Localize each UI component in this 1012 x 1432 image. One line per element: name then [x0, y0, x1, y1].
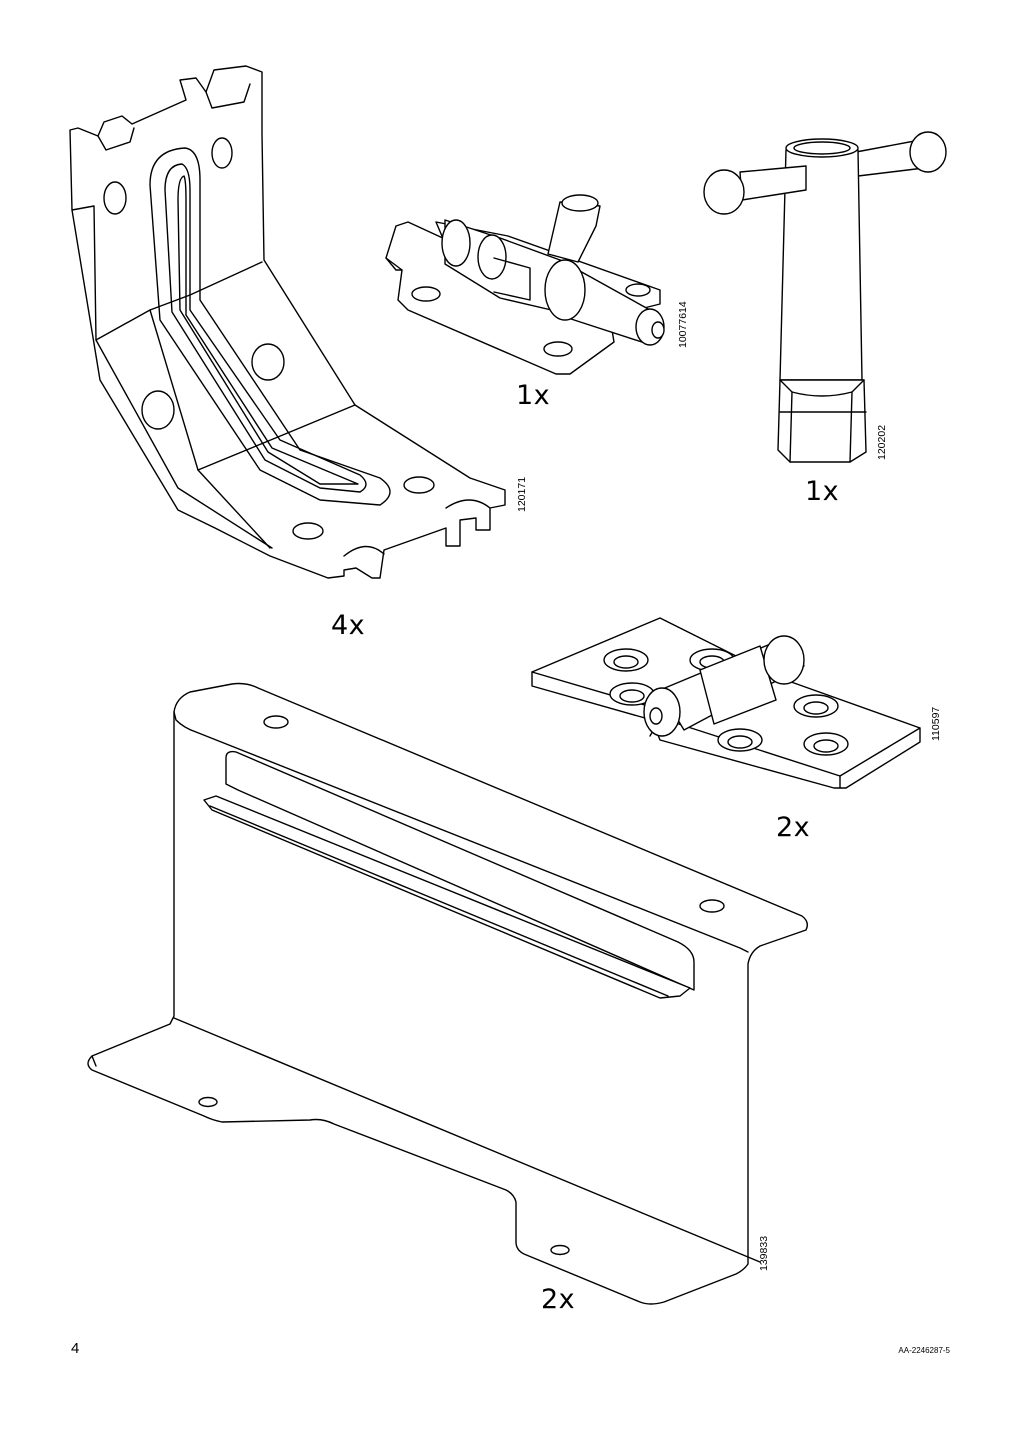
socket-key-illustration	[0, 0, 1012, 480]
quantity-socket-key: 1x	[805, 476, 840, 507]
barrel-bolt-illustration	[0, 0, 1012, 400]
mounting-bracket-illustration	[87, 682, 809, 1305]
part-code-mounting-bracket: 139833	[758, 1235, 770, 1271]
quantity-angle-bracket: 4x	[331, 610, 366, 641]
quantity-hinge: 2x	[776, 812, 811, 843]
angle-bracket-illustration	[0, 0, 1012, 640]
quantity-barrel-bolt: 1x	[516, 380, 551, 411]
document-id: AA-2246287-5	[898, 1346, 950, 1355]
hinge-illustration	[531, 617, 921, 789]
page-number: 4	[71, 1340, 80, 1357]
quantity-mounting-bracket: 2x	[541, 1284, 576, 1315]
